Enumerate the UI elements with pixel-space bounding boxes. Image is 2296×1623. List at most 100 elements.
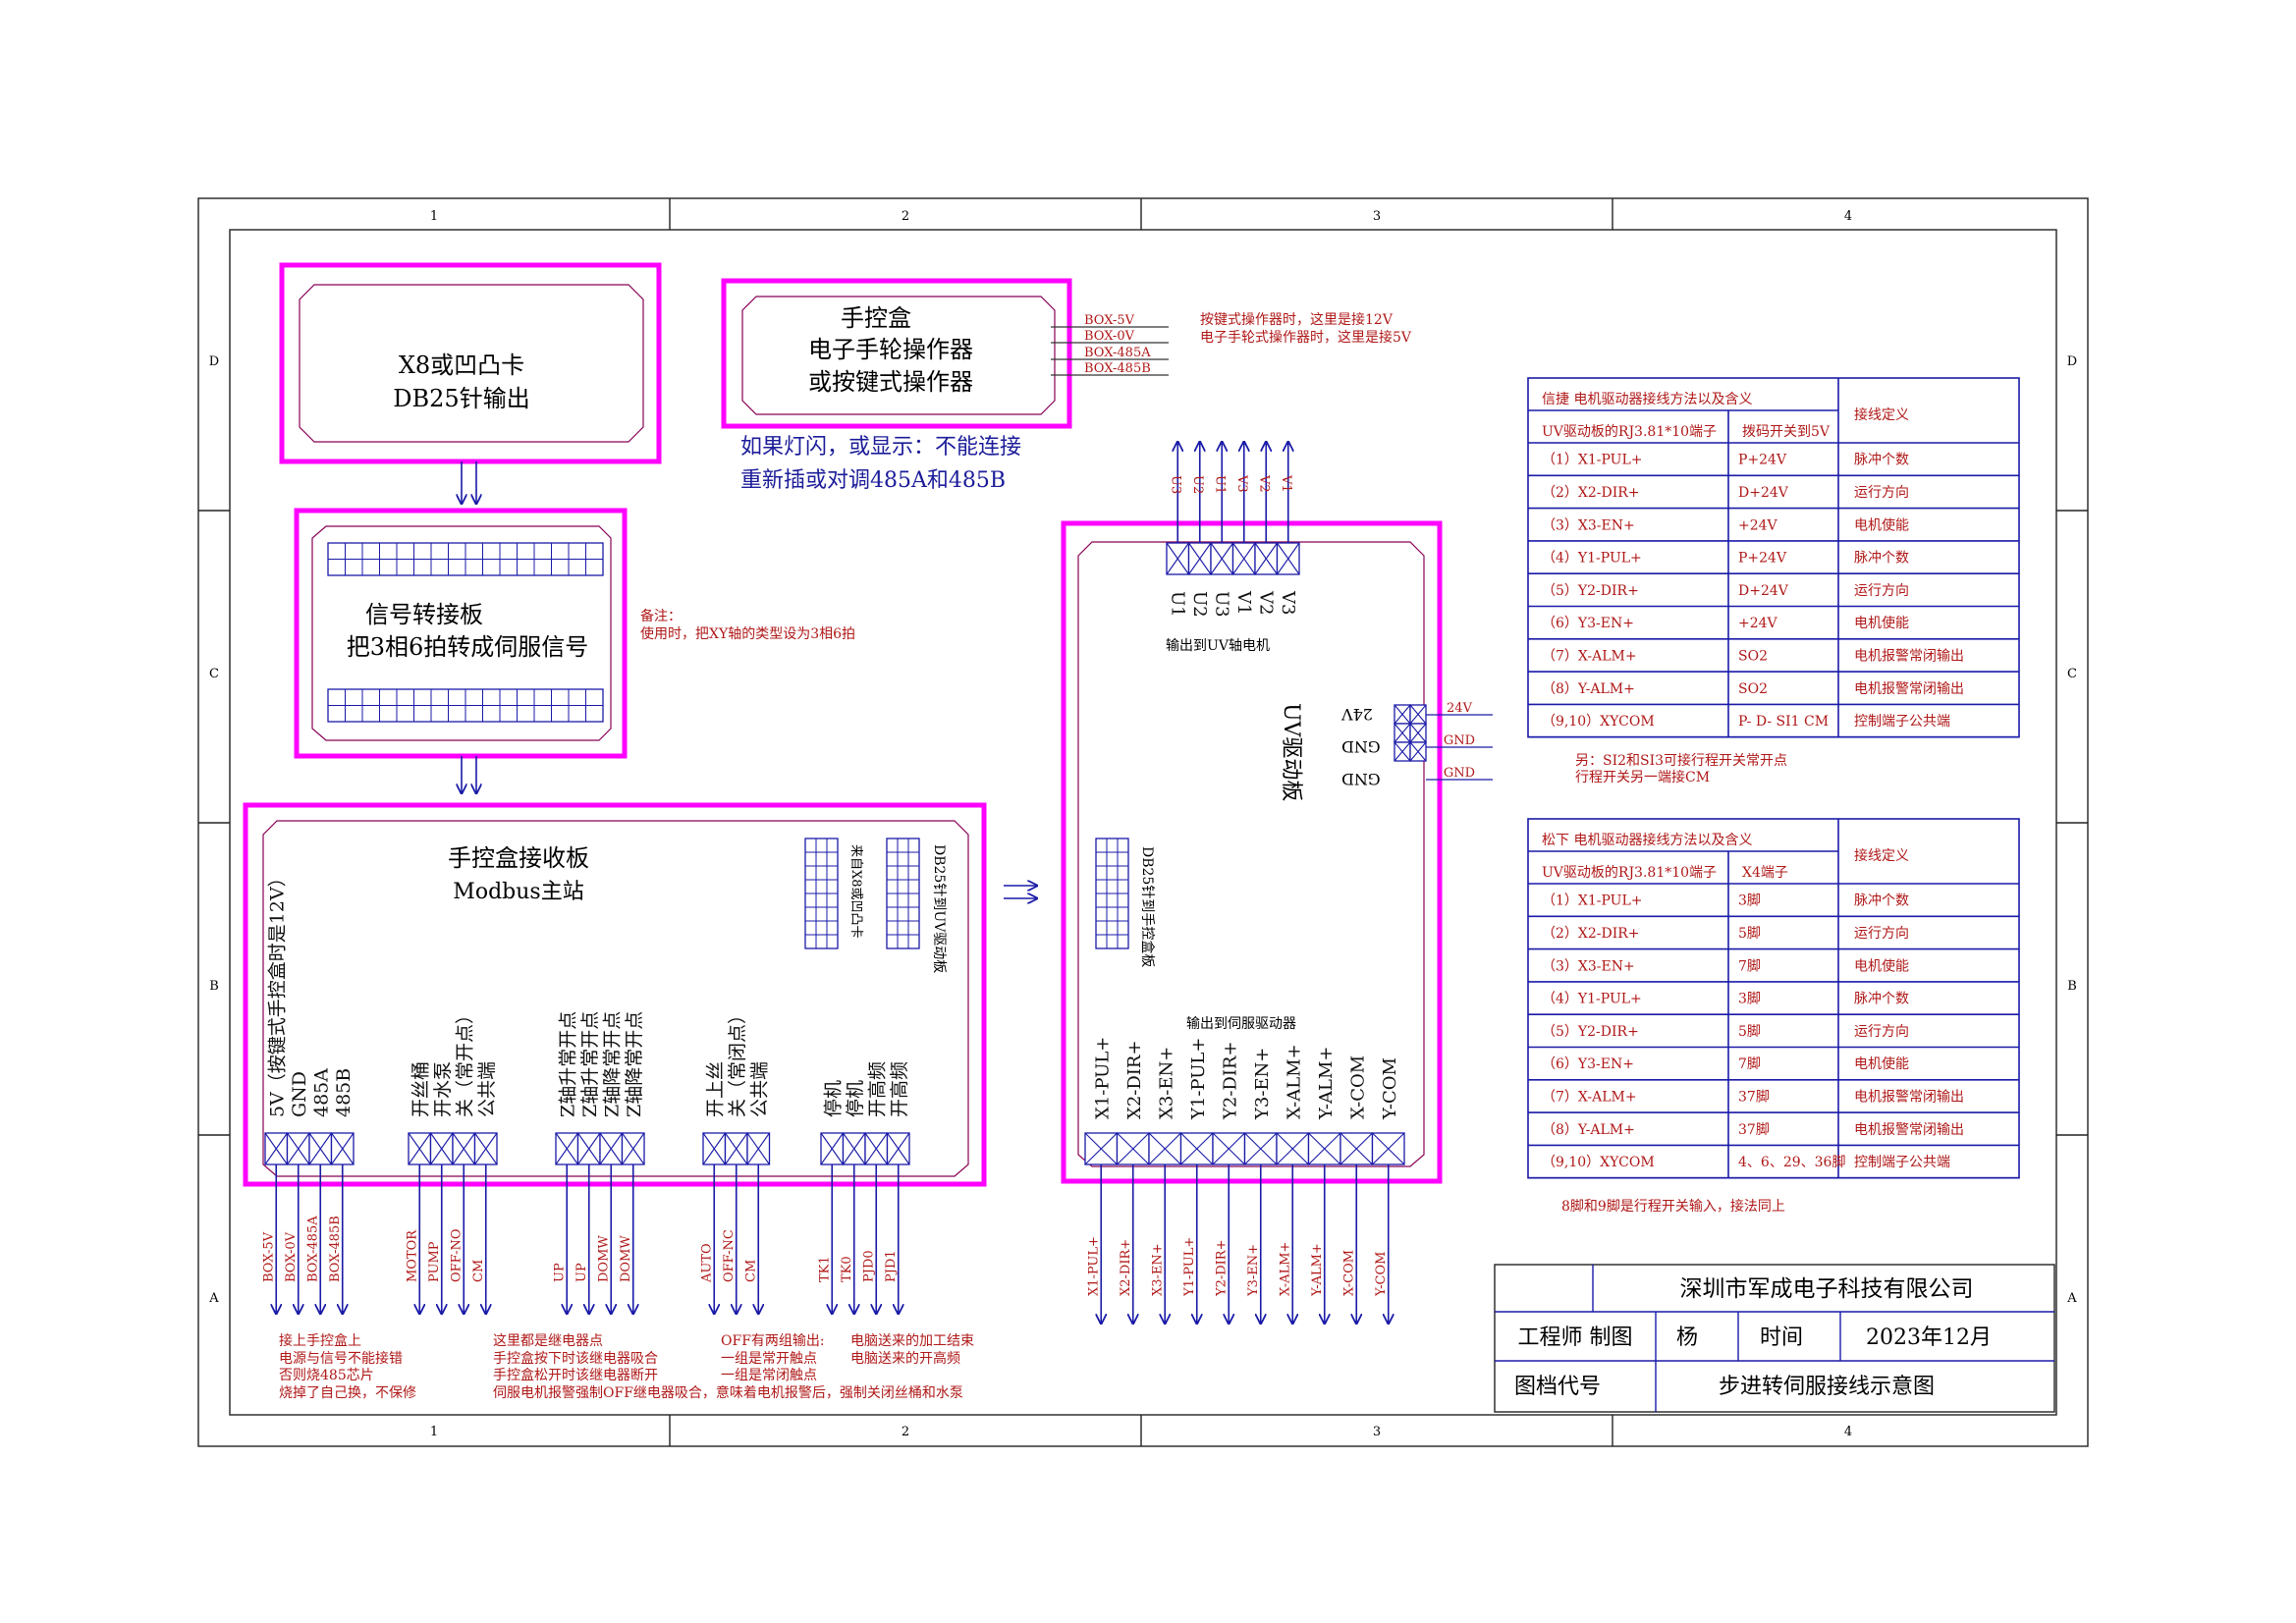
receiver-wire-label: PUMP: [427, 1241, 442, 1282]
receiver-notes: 接上手控盒上 电源与信号不能接错 否则烧485芯片 烧掉了自己换，不保修 这里都…: [279, 1332, 974, 1401]
table2-note: 8脚和9脚是行程开关输入，接法同上: [1561, 1198, 1785, 1215]
receiver-title: 手控盒接收板: [448, 844, 589, 872]
table-cell-definition: 控制端子公共端: [1854, 1155, 1950, 1170]
hand-box-out-0v: BOX-0V: [1084, 329, 1135, 344]
table-cell-definition: 电机使能: [1854, 615, 1909, 631]
frame-row-right-d: D: [2067, 354, 2077, 369]
table-cell-terminal: （8）Y-ALM+: [1542, 681, 1635, 697]
table-cell-terminal: （2）X2-DIR+: [1542, 926, 1640, 942]
table-title: 信捷 电机驱动器接线方法以及含义: [1542, 391, 1752, 407]
table-cell-definition: 电机报警常闭输出: [1854, 648, 1964, 664]
uv-bottom-wire-label: Y-COM: [1374, 1252, 1389, 1297]
uv-db25-label: DB25针到手控盒板: [1139, 846, 1156, 967]
table-header-definition: 接线定义: [1854, 406, 1909, 423]
note-c-1: OFF有两组输出:: [721, 1333, 825, 1349]
uv-bottom-terminal-strip: [1084, 1132, 1405, 1165]
title-block: 深圳市军成电子科技有限公司 工程师 制图 杨 时间 2023年12月 图档代号 …: [1494, 1264, 2055, 1413]
receiver-terminal-label: Z轴降常开点: [624, 1011, 645, 1117]
uv-bottom-label: X3-EN+: [1156, 1047, 1176, 1119]
frame-col-bottom-3: 3: [1373, 1425, 1381, 1439]
receiver-terminal-label: 开上丝: [704, 1061, 726, 1117]
table-cell-terminal: （1）X1-PUL+: [1542, 893, 1643, 909]
receiver-wire-label: BOX-485B: [328, 1216, 343, 1282]
uv-bottom-terminal-labels: X1-PUL+X2-DIR+X3-EN+Y1-PUL+Y2-DIR+Y3-EN+…: [1092, 1037, 1400, 1120]
receiver-terminal-label: 停机: [822, 1080, 844, 1117]
uv-bottom-terminal: [1339, 1132, 1374, 1165]
table-cell-setting: D+24V: [1738, 485, 1789, 501]
frame-col-top-2: 2: [902, 209, 909, 224]
uv-top-label: V2: [1255, 590, 1276, 615]
uv-bottom-wire-label: Y3-EN+: [1246, 1244, 1261, 1297]
table-cell-terminal: （7）X-ALM+: [1542, 1089, 1637, 1105]
x8-to-signal-arrows: [462, 461, 476, 504]
table-cell-definition: 电机使能: [1854, 1055, 1909, 1072]
note-a-1: 接上手控盒上: [279, 1332, 361, 1349]
uv-bottom-label: Y3-EN+: [1252, 1048, 1273, 1120]
receiver-terminal-label: 开高频: [889, 1061, 910, 1117]
receiver-wire-label: OFF-NC: [722, 1229, 737, 1282]
table-title: 松下 电机驱动器接线方法以及含义: [1542, 832, 1752, 848]
frame-col-bottom-2: 2: [902, 1425, 909, 1439]
uv-power-terminal: [1394, 741, 1411, 762]
signal-remark-text: 使用时，把XY轴的类型设为3相6拍: [640, 625, 855, 642]
uv-top-label: U1: [1167, 591, 1187, 618]
receiver-terminal: [746, 1132, 771, 1165]
frame-row-left-b: B: [209, 979, 219, 994]
receiver-terminal-label: 公共端: [476, 1061, 498, 1117]
receiver-terminal-label: 开丝桶: [410, 1061, 431, 1117]
receiver-terminal: [429, 1132, 454, 1165]
receiver-to-uv-label: DB25针到UV驱动板: [931, 844, 947, 973]
uv-bottom-wire-label: X-ALM+: [1278, 1242, 1292, 1296]
uv-bottom-terminal: [1212, 1132, 1246, 1165]
receiver-terminal: [286, 1132, 310, 1165]
receiver-subtitle: Modbus主站: [453, 880, 583, 904]
receiver-from-card-label: 来自X8或凹凸卡: [848, 844, 863, 939]
frame-col-top-1: 1: [430, 209, 438, 224]
receiver-wire-label: TK1: [817, 1256, 832, 1282]
receiver-wire-label: UP: [552, 1263, 567, 1282]
receiver-terminal: [473, 1132, 498, 1165]
hand-box-title: 手控盒: [841, 304, 911, 332]
drawing-frame: 1 2 3 4 1 2 3 4 D C B A D C B A: [197, 197, 2089, 1447]
table-cell-terminal: （2）X2-DIR+: [1542, 485, 1640, 501]
table-cell-setting: P+24V: [1738, 453, 1787, 468]
receiver-wire-label: UP: [574, 1263, 589, 1282]
receiver-terminal-label: Z轴升常开点: [557, 1011, 578, 1117]
uv-power-wire-label: GND: [1444, 733, 1475, 748]
uv-power-wire-label: GND: [1444, 766, 1475, 781]
receiver-terminal: [724, 1132, 748, 1165]
table-cell-setting: 37脚: [1738, 1122, 1770, 1138]
receiver-wire-label: CM: [471, 1260, 486, 1282]
table-cell-definition: 电机使能: [1854, 957, 1909, 974]
note-c-3: 一组是常闭触点: [721, 1368, 817, 1383]
table-cell-definition: 脉冲个数: [1854, 453, 1909, 468]
frame-col-bottom-4: 4: [1844, 1425, 1852, 1439]
receiver-terminal: [264, 1132, 289, 1165]
receiver-terminal-label: 公共端: [748, 1061, 770, 1117]
table-cell-terminal: （5）Y2-DIR+: [1542, 1024, 1639, 1040]
receiver-wire-label: OFF-NO: [449, 1228, 464, 1282]
drawing-date: 2023年12月: [1866, 1325, 1992, 1350]
table-cell-setting: 7脚: [1738, 1056, 1761, 1072]
uv-top-label: U3: [1211, 591, 1231, 618]
table-cell-setting: +24V: [1738, 616, 1778, 631]
table-cell-definition: 脉冲个数: [1854, 551, 1909, 567]
receiver-terminal: [408, 1132, 432, 1165]
hand-box-line2: 电子手轮操作器: [808, 336, 973, 363]
uv-top-wire-label: V3: [1234, 474, 1249, 493]
table-cell-definition: 运行方向: [1854, 583, 1909, 599]
receiver-terminal: [820, 1132, 845, 1165]
table-header-setting: 拨码开关到5V: [1742, 424, 1831, 440]
table1-note-1: 另：SI2和SI3可接行程开关常开点: [1575, 752, 1787, 769]
table-cell-terminal: （6）Y3-EN+: [1542, 1056, 1634, 1072]
receiver-wire-label: AUTO: [699, 1243, 714, 1283]
x8-card-block: X8或凹凸卡 DB25针输出: [279, 262, 662, 464]
uv-servo-output-label: 输出到伺服驱动器: [1186, 1016, 1296, 1032]
hand-box-line3: 或按键式操作器: [808, 368, 973, 396]
uv-power-terminal: [1394, 704, 1411, 725]
receiver-terminal: [621, 1132, 645, 1165]
engineer-label: 工程师 制图: [1518, 1325, 1633, 1350]
note-b-1: 这里都是继电器点: [493, 1332, 603, 1349]
